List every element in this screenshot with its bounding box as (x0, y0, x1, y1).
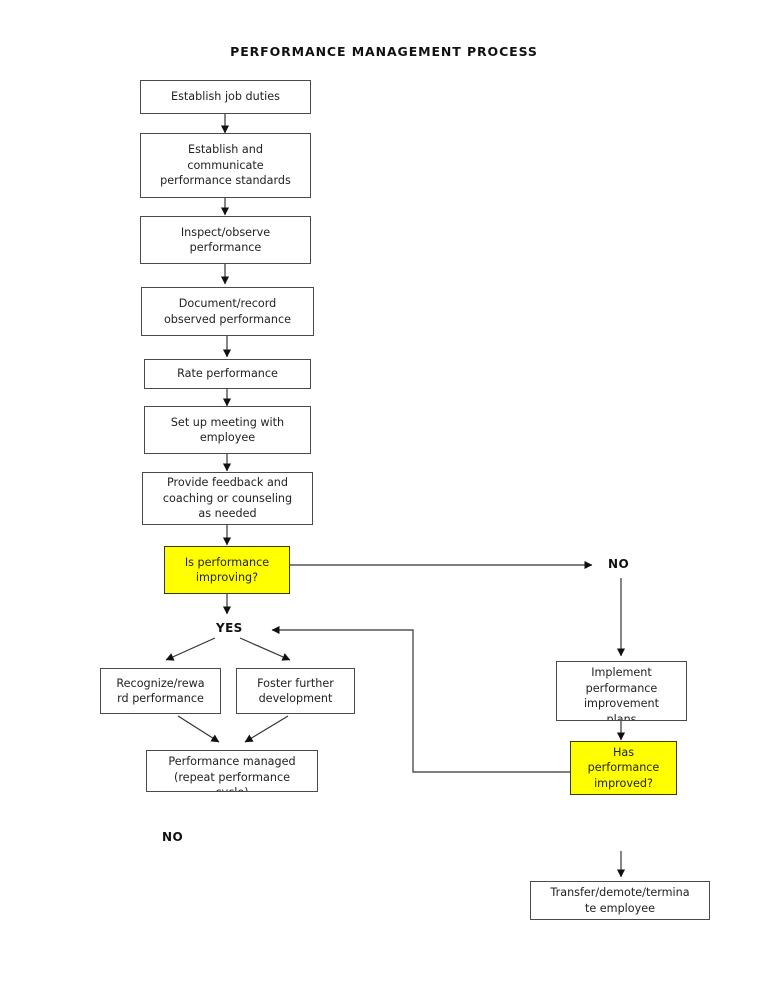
node-implement-improvement-plans[interactable]: Implement performance improvement plans (556, 661, 687, 721)
node-is-performance-improving[interactable]: Is performance improving? (164, 546, 290, 594)
node-rate-performance[interactable]: Rate performance (144, 359, 311, 389)
node-recognize-reward-performance[interactable]: Recognize/rewa rd performance (100, 668, 221, 714)
node-foster-further-development[interactable]: Foster further development (236, 668, 355, 714)
page-title: PERFORMANCE MANAGEMENT PROCESS (230, 44, 538, 59)
node-provide-feedback-coaching[interactable]: Provide feedback and coaching or counsel… (142, 472, 313, 525)
edge-yes-n9 (165, 637, 216, 661)
node-document-record-performance[interactable]: Document/record observed performance (141, 287, 314, 336)
edge-yes-n10 (239, 637, 291, 661)
node-inspect-observe-performance[interactable]: Inspect/observe performance (140, 216, 311, 264)
branch-label-yes: YES (216, 621, 243, 635)
edge-n10-n11 (244, 715, 289, 743)
node-set-up-meeting[interactable]: Set up meeting with employee (144, 406, 311, 454)
branch-label-no-lower: NO (162, 830, 184, 844)
node-has-performance-improved[interactable]: Has performance improved? (570, 741, 677, 795)
node-establish-communicate-standards[interactable]: Establish and communicate performance st… (140, 133, 311, 198)
node-performance-managed[interactable]: Performance managed (repeat performance … (146, 750, 318, 792)
branch-label-no-right: NO (608, 557, 630, 571)
node-transfer-demote-terminate[interactable]: Transfer/demote/termina te employee (530, 881, 710, 920)
edge-n9-n11 (177, 715, 220, 743)
node-establish-job-duties[interactable]: Establish job duties (140, 80, 311, 114)
